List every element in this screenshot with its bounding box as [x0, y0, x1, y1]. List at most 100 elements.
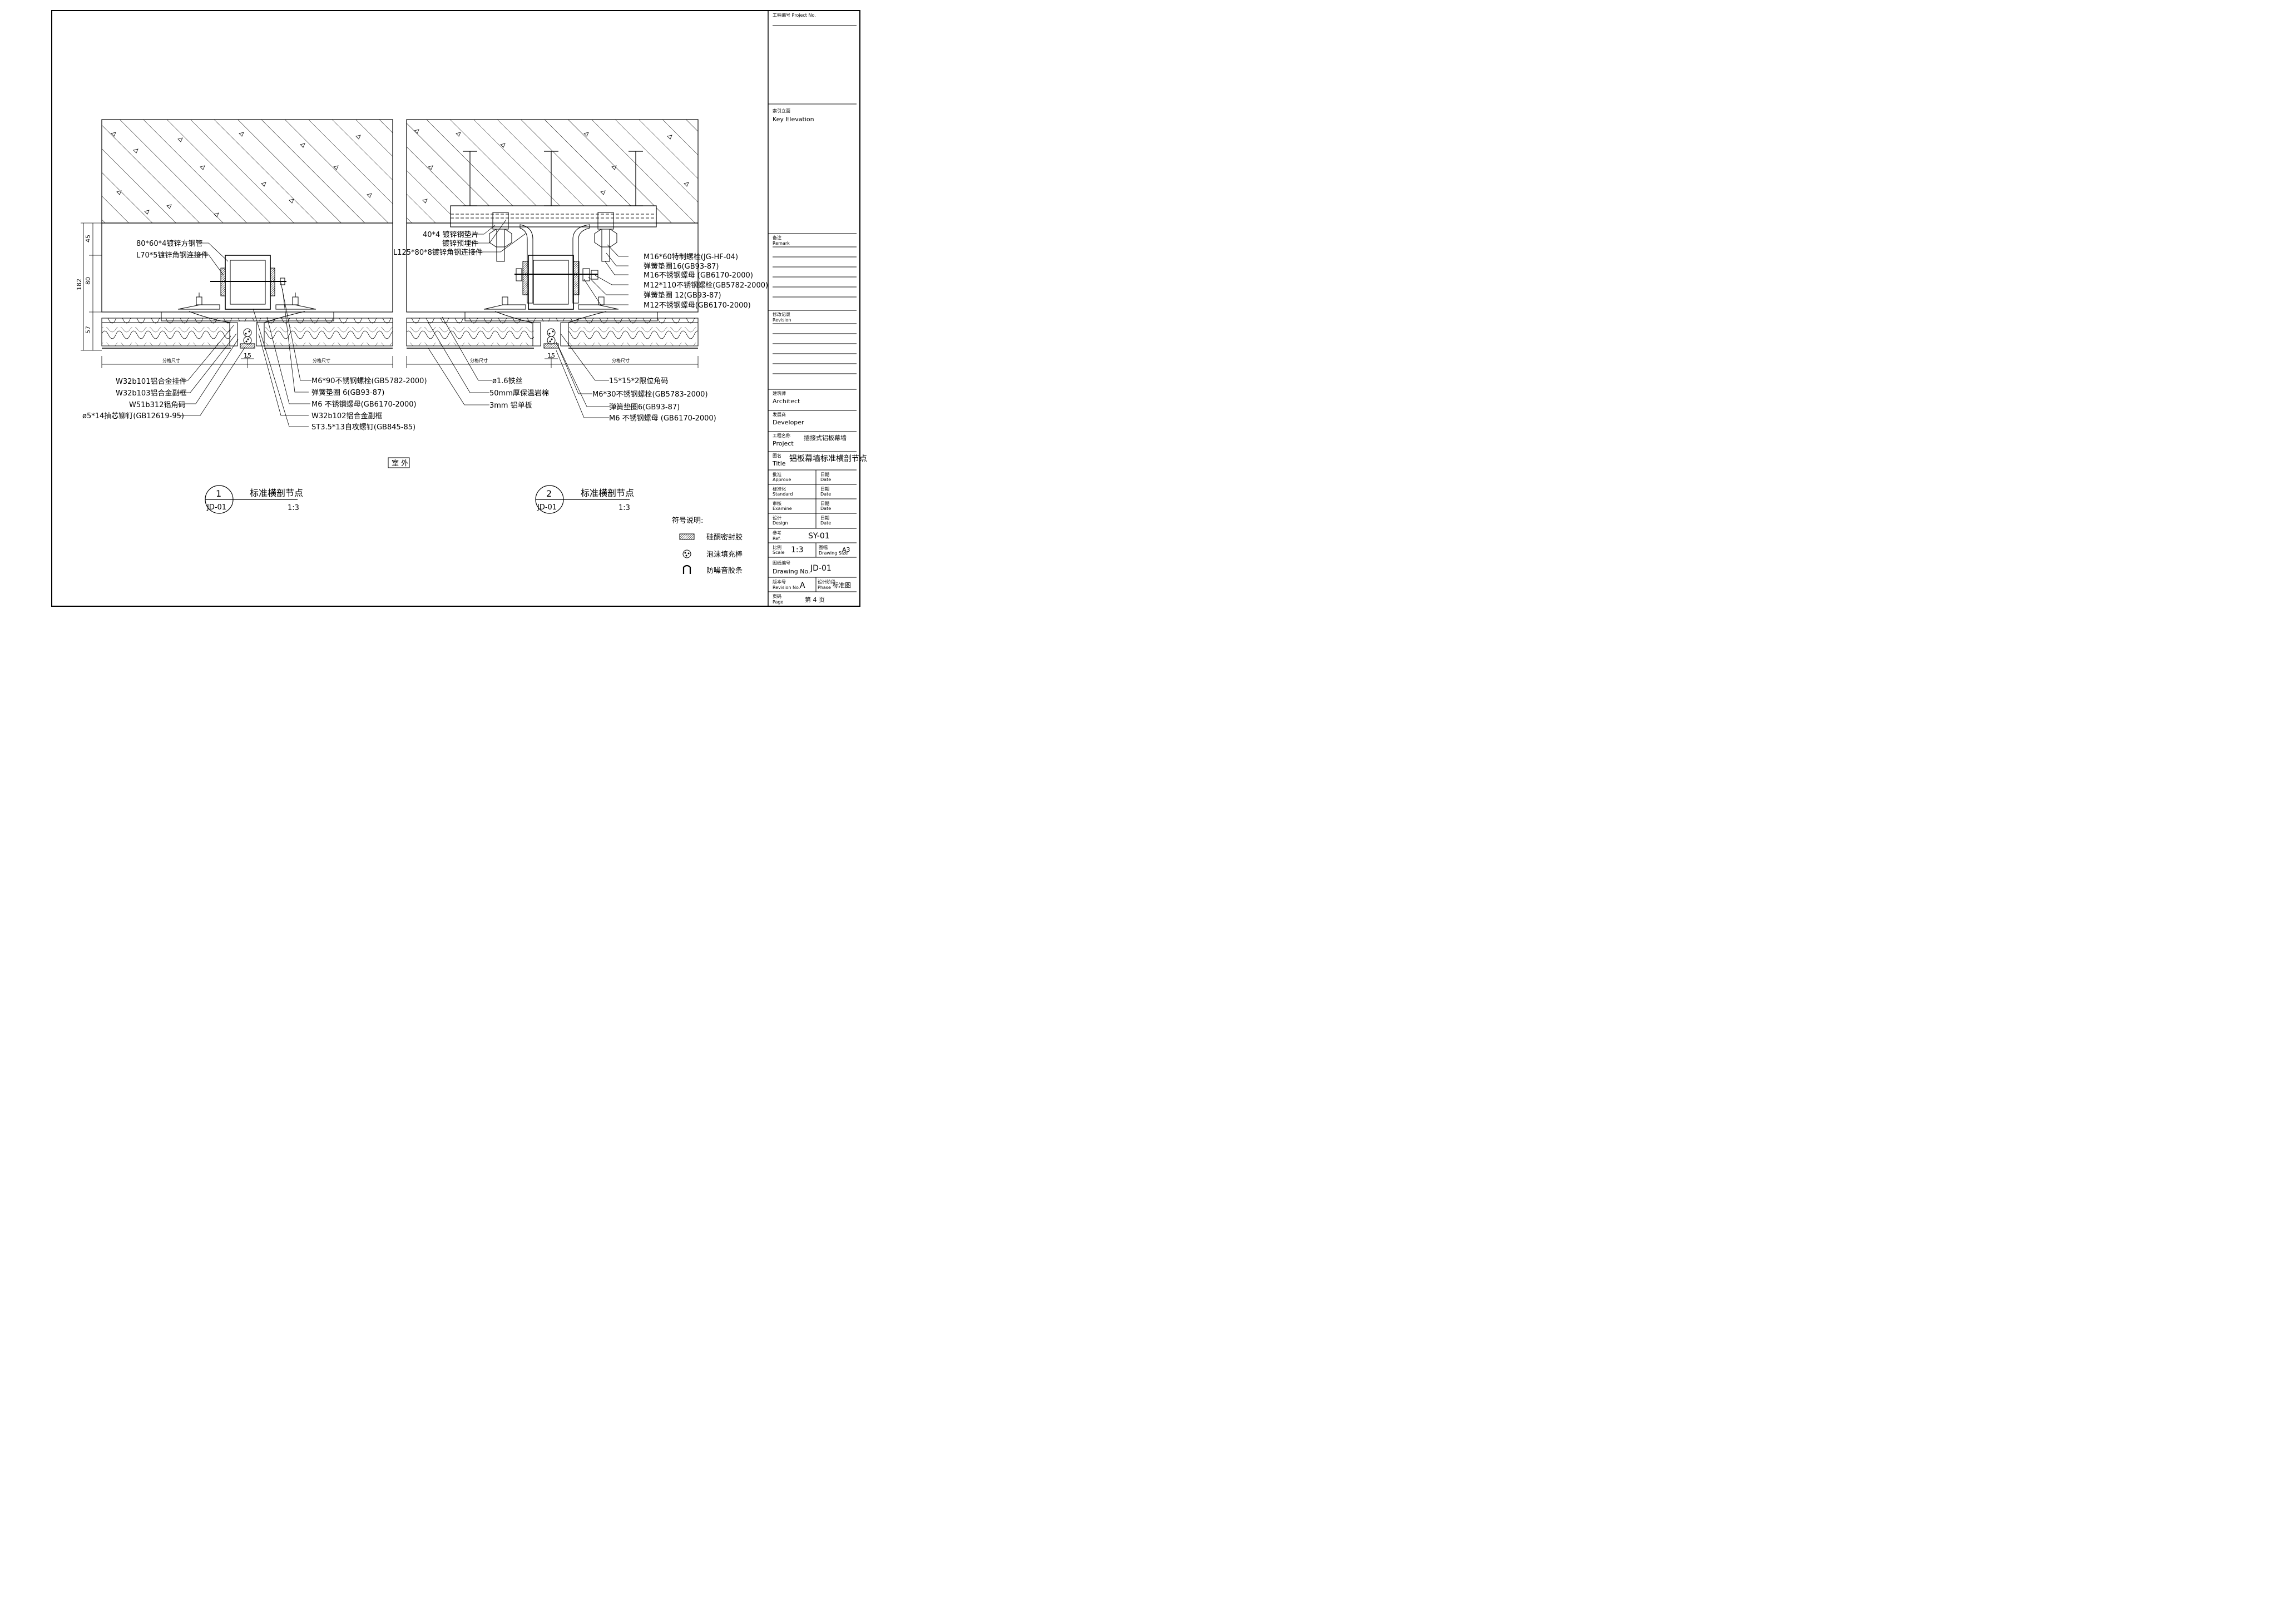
approve-date-cn: 日期	[820, 472, 829, 477]
outside-box	[388, 457, 410, 468]
label-m6-30-bolt: M6*30不锈钢螺栓(GB5783-2000)	[592, 390, 708, 399]
drawing-no-label-cn: 图纸编号	[773, 560, 790, 566]
legend-title: 符号说明:	[672, 516, 703, 525]
approve-label-en: Approve	[773, 477, 791, 482]
drawing-no-label-en: Drawing No.	[773, 568, 810, 575]
phase-label-cn: 设计阶段	[818, 579, 835, 585]
aggregate-marks	[414, 129, 689, 204]
remark-label-cn: 备注	[773, 235, 781, 240]
examine-label-en: Examine	[773, 506, 792, 511]
drawing-no-value: JD-01	[810, 564, 832, 573]
examine-date-cn: 日期	[820, 501, 829, 506]
standard-label-cn: 标准化	[773, 486, 786, 492]
revision-label-cn: 修改记录	[773, 311, 790, 317]
noise-strip-icon	[682, 565, 691, 574]
label-angle-connector: L70*5镀锌角钢连接件	[136, 251, 209, 260]
developer-label-cn: 发展商	[773, 412, 786, 417]
design-date-en: Date	[820, 521, 831, 526]
developer-label-en: Developer	[773, 419, 804, 426]
project-label-cn: 工程名称	[773, 433, 790, 438]
embedded-plate	[450, 205, 657, 227]
legend-item-sealant: 硅酮密封胶	[706, 533, 743, 542]
page-label-cn: 页码	[773, 594, 781, 599]
design-date-cn: 日期	[820, 516, 829, 521]
steel-tube	[225, 255, 271, 310]
label-spring-washer-12: 弹簧垫圈 12(GB93-87)	[644, 291, 721, 300]
label-w32b101: W32b101铝合金挂件	[116, 377, 186, 386]
label-m12-nut: M12不锈钢螺母(GB6170-2000)	[644, 301, 751, 310]
span-label-left: 分格尺寸	[162, 358, 180, 363]
dimension-lines	[406, 356, 699, 368]
m16-bolts	[489, 212, 617, 262]
ref-label-en: Ref.	[773, 536, 781, 541]
label-spring-washer: 弹簧垫圈 6(GB93-87)	[311, 388, 384, 397]
standard-date-en: Date	[820, 492, 831, 497]
dim-45: 45	[85, 235, 92, 242]
size-label-cn: 图幅	[819, 544, 828, 550]
scale-label-cn: 比例	[773, 544, 781, 550]
scale-label-en: Scale	[773, 550, 785, 555]
detail-ref: JD-01	[206, 503, 226, 512]
leaders	[428, 219, 629, 418]
label-iron-wire: ø1.6铁丝	[492, 377, 523, 385]
design-label-en: Design	[773, 521, 788, 526]
dim-15: 15	[547, 352, 555, 359]
label-steel-tube: 80*60*4镀锌方钢管	[136, 239, 202, 248]
ref-label-cn: 参考	[773, 530, 781, 536]
detail-number: 2	[546, 488, 552, 499]
label-rivet: ø5*14抽芯铆钉(GB12619-95)	[82, 412, 184, 420]
revision-no-value: A	[800, 581, 805, 590]
examine-date-en: Date	[820, 506, 831, 511]
label-screw: ST3.5*13自攻螺钉(GB845-85)	[311, 423, 415, 432]
dim-80: 80	[85, 277, 92, 285]
standard-date-cn: 日期	[820, 487, 829, 492]
label-embedded-part: 镀锌预埋件	[442, 239, 478, 248]
label-m12-bolt: M12*110不锈钢螺栓(GB5782-2000)	[644, 281, 768, 290]
aggregate-marks	[111, 132, 372, 217]
revision-no-label-en: Revision No.	[773, 585, 800, 590]
cad-drawing-sheet: 工程编号 Project No. 索引立面 Key Elevation 备注 R…	[51, 10, 867, 607]
project-label-en: Project	[773, 440, 794, 447]
approve-label-cn: 批准	[773, 472, 781, 477]
span-label-right: 分格尺寸	[612, 358, 630, 363]
label-steel-shim: 40*4 镀锌钢垫片	[423, 230, 478, 239]
size-label-en: Drawing Size	[819, 551, 848, 556]
remark-label-en: Remark	[773, 241, 790, 246]
phase-value: 标准图	[833, 581, 851, 589]
label-spring-washer-16: 弹簧垫圈16(GB93-87)	[644, 262, 719, 271]
label-m16-nut: M16不锈钢螺母 (GB6170-2000)	[644, 271, 753, 280]
dim-15: 15	[244, 352, 251, 359]
dim-57: 57	[85, 326, 92, 334]
detail-caption: 标准横剖节点	[581, 488, 634, 498]
leaders	[177, 242, 311, 427]
project-value: 插接式铝板幕墙	[804, 434, 847, 442]
outside-label: 室 外	[392, 459, 408, 468]
title-value: 铝板幕墙标准横剖节点	[789, 454, 867, 463]
legend-item-foam-rod: 泡沫填充棒	[706, 550, 743, 559]
label-l125-connector: L125*80*8镀锌角钢连接件	[393, 248, 483, 257]
span-label-right: 分格尺寸	[313, 358, 330, 363]
key-elevation-label-en: Key Elevation	[773, 116, 814, 123]
sealant-icon	[679, 533, 695, 540]
standard-label-en: Standard	[773, 492, 793, 497]
detail-scale: 1:3	[618, 504, 630, 512]
dimension-lines	[81, 222, 393, 368]
legend: 符号说明: 硅酮密封胶 泡沫填充棒 防噪音胶条	[672, 516, 743, 575]
size-value: A3	[842, 546, 850, 553]
label-rock-wool: 50mm厚保温岩棉	[489, 389, 549, 398]
approve-date-en: Date	[820, 477, 831, 482]
label-aluminum-panel: 3mm 铝单板	[489, 402, 532, 410]
detail-caption: 标准横剖节点	[250, 488, 303, 498]
label-m6-bolt: M6*90不锈钢螺栓(GB5782-2000)	[311, 377, 427, 385]
revision-no-label-cn: 版本号	[773, 579, 786, 585]
ref-value: SY-01	[808, 532, 830, 541]
detail-2: 15 分格尺寸 分格尺寸 40*4 镀锌钢垫片 镀锌预埋件 L125*80*8镀…	[393, 119, 768, 514]
anchor-studs	[463, 151, 643, 206]
detail-number: 1	[216, 488, 221, 499]
title-label-en: Title	[772, 460, 786, 467]
label-w32b102: W32b102铝合金副框	[311, 412, 382, 420]
label-w51b312: W51b312铝角码	[129, 401, 185, 409]
examine-label-cn: 审核	[773, 501, 781, 506]
title-block: 工程编号 Project No. 索引立面 Key Elevation 备注 R…	[768, 12, 867, 605]
project-no-label: 工程编号 Project No.	[773, 12, 816, 18]
